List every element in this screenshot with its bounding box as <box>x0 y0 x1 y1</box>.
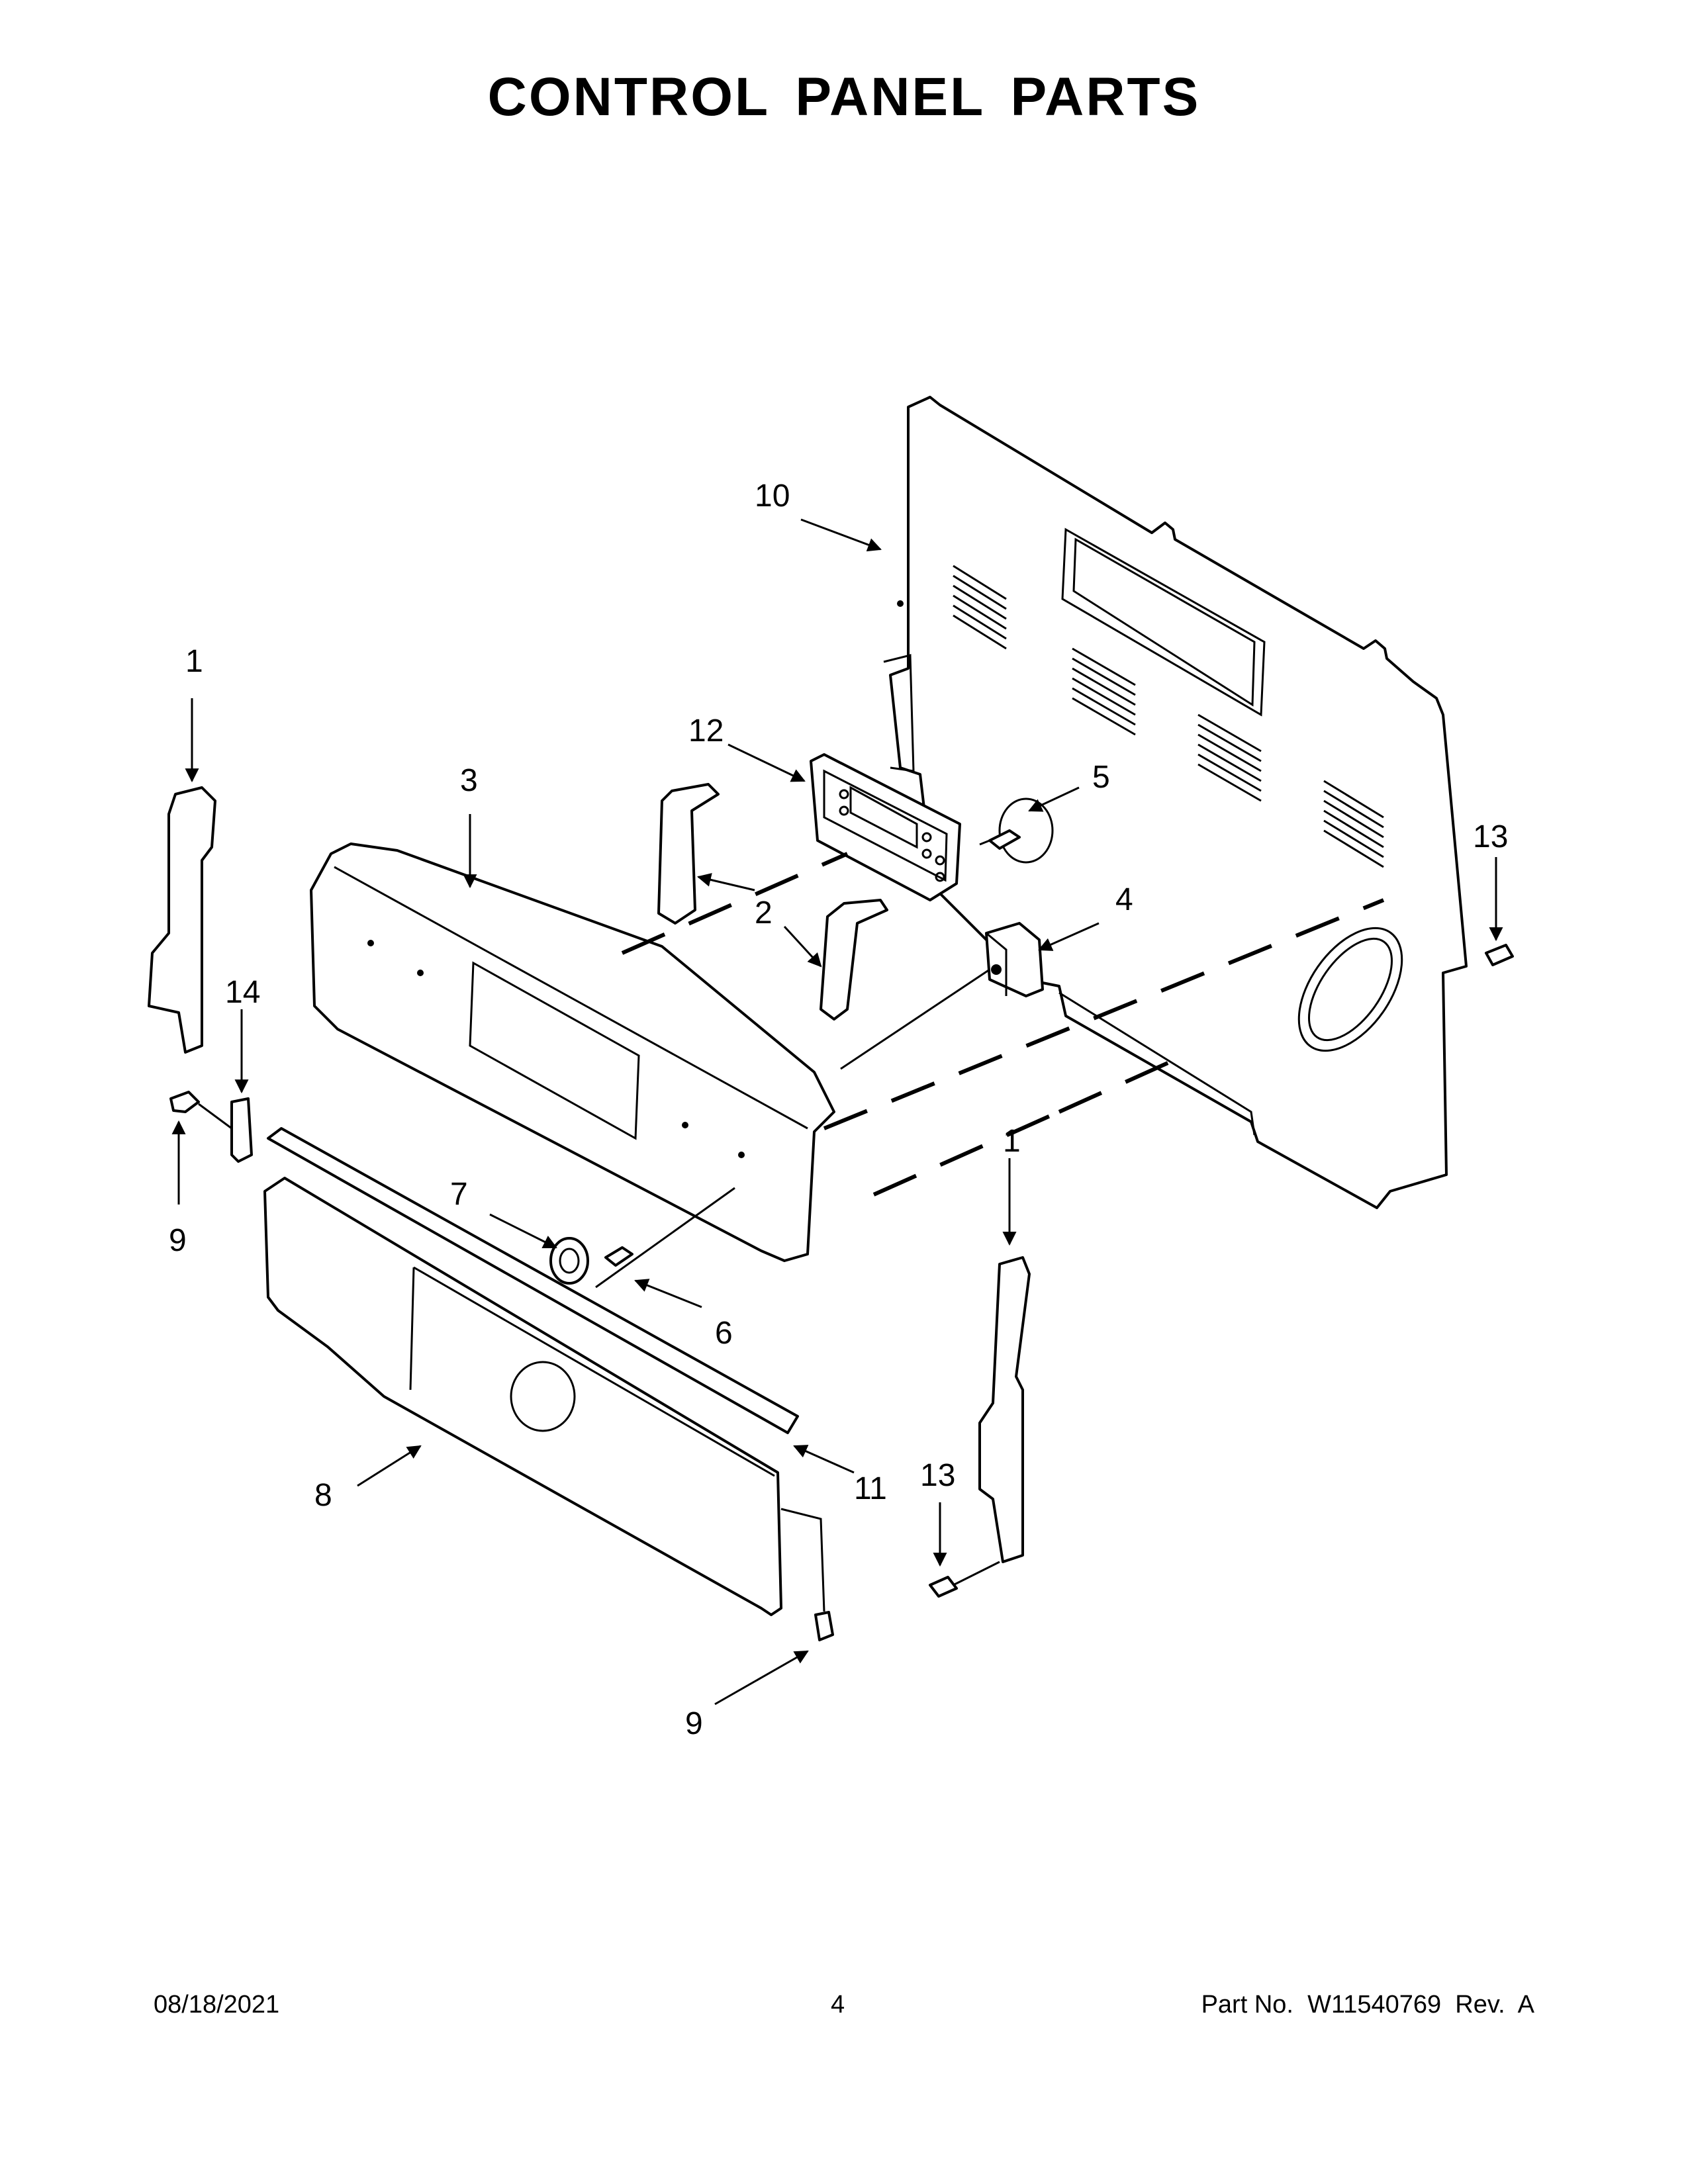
callout-leaders <box>171 518 1503 1706</box>
part-13-screw-bottom <box>929 1576 958 1598</box>
callout-2: 2 <box>755 895 773 931</box>
part-9-screw-bottom <box>814 1611 834 1641</box>
callout-13-right: 13 <box>1473 819 1508 854</box>
vent-slots-center <box>1072 647 1136 736</box>
callout-9-left: 9 <box>169 1223 187 1258</box>
part-11-trim <box>267 1127 799 1434</box>
part-5-screw <box>979 797 1054 864</box>
part-12-control-board <box>810 753 961 901</box>
callout-12: 12 <box>688 713 724 749</box>
part-8-lower-panel <box>263 1177 782 1616</box>
callout-7: 7 <box>450 1177 468 1212</box>
footer-part-number: Part No. W11540769 Rev. A <box>1201 1991 1534 2019</box>
part-3-console <box>310 842 835 1262</box>
part-14-clip <box>230 1097 253 1163</box>
footer-page-number: 4 <box>831 1991 845 2019</box>
part-2-bracket-upper <box>657 783 720 925</box>
part-2-bracket-lower <box>820 899 888 1021</box>
part-7-knob <box>549 1237 589 1285</box>
callout-13-bottom: 13 <box>920 1458 955 1493</box>
vent-slots-left <box>953 565 1007 650</box>
part-9-screw-left <box>169 1091 200 1113</box>
callout-10: 10 <box>755 478 790 514</box>
part-1-endcap-right <box>978 1256 1031 1563</box>
callout-4: 4 <box>1115 882 1133 917</box>
page-title: CONTROL PANEL PARTS <box>487 67 1201 127</box>
callout-5: 5 <box>1092 760 1110 795</box>
callout-3: 3 <box>460 763 478 798</box>
part-1-endcap-left <box>148 786 216 1054</box>
callout-9-bottom: 9 <box>685 1706 703 1741</box>
assembly-lines <box>595 852 1385 1289</box>
part-6-screw <box>604 1246 633 1267</box>
part-13-screw-right <box>1485 944 1514 966</box>
callout-1-right: 1 <box>1003 1124 1021 1159</box>
footer-date: 08/18/2021 <box>154 1991 280 2019</box>
part-10-rear-panel <box>883 396 1468 1209</box>
callout-6: 6 <box>715 1316 733 1351</box>
vent-slots-right <box>1197 713 1262 802</box>
callout-8: 8 <box>314 1478 332 1513</box>
callout-1-left: 1 <box>185 644 203 679</box>
callout-11: 11 <box>854 1471 887 1506</box>
callout-14: 14 <box>225 975 260 1010</box>
callout-labels: 10 12 5 3 1 13 2 4 14 9 1 7 6 8 11 13 9 <box>169 478 1508 1741</box>
vent-slots-far-right <box>1323 780 1384 868</box>
part-4-switch <box>985 922 1044 997</box>
